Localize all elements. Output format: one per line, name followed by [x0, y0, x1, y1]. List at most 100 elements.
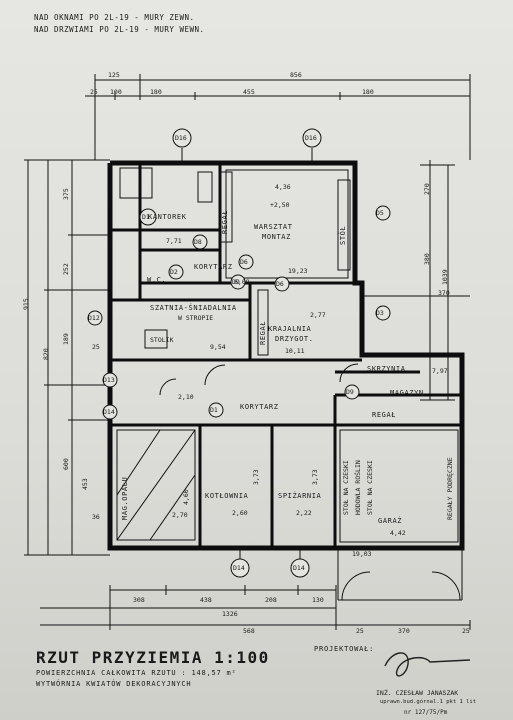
- dim-right-380: 380: [423, 253, 431, 265]
- dim-260: 2,60: [232, 509, 248, 517]
- room-wc: W.C.: [147, 276, 167, 284]
- area-szatnia: 9,54: [210, 343, 226, 351]
- door-mark-d8: D8: [194, 238, 202, 246]
- dim-right-370: 370: [438, 289, 450, 297]
- dim-top-180a: 180: [150, 88, 162, 96]
- dim-left-915: 915: [22, 298, 30, 310]
- door-mark-d14: D14: [103, 408, 115, 416]
- room-magazyn: MAGAZYN: [390, 389, 424, 397]
- room-szatnia-sub: W STROPIE: [178, 314, 214, 322]
- dim-left-453: 453: [81, 478, 89, 490]
- area-kantorek: 7,71: [166, 237, 182, 245]
- header-note-1: NAD OKNAMI PO 2L-19 - MURY ZEWN.: [34, 13, 195, 22]
- dim-bottom-208: 208: [265, 596, 277, 604]
- room-montaz: MONTAZ: [262, 233, 291, 241]
- designer-name: INŻ. CZESŁAW JANASZAK: [376, 689, 459, 697]
- dim-top-125: 125: [108, 71, 120, 79]
- dim-bottom-438: 438: [200, 596, 212, 604]
- dim-bottom-25b: 25: [462, 627, 470, 635]
- room-krajalnia: KRAJALNIA: [268, 325, 312, 333]
- door-mark-d13: D13: [103, 376, 115, 384]
- label-vert-1: STOŁ NA CZESKI: [342, 460, 350, 515]
- room-krajalnia2: DRZYGOT.: [275, 335, 314, 343]
- dim-top-25: 25: [90, 88, 98, 96]
- dim-top-100: 100: [110, 88, 122, 96]
- title-line-2: POWIERZCHNIA CAŁKOWITA RZUTU : 148,57 m²: [36, 669, 237, 677]
- room-korytarz-top: KORYTARZ: [194, 263, 233, 271]
- dim-210: 2,10: [178, 393, 194, 401]
- area-krajalnia: 10,11: [285, 347, 305, 355]
- dim-460: 4,60: [182, 489, 190, 505]
- room-garaz: GARAŻ: [378, 517, 403, 525]
- dim-bottom-1326: 1326: [222, 610, 238, 618]
- door-mark-d9: D9: [232, 278, 240, 286]
- column-marker-d16a: D16: [175, 134, 187, 142]
- area-warsztat: 19,23: [288, 267, 308, 275]
- area-garaz: 19,03: [352, 550, 372, 558]
- dim-222: 2,22: [296, 509, 312, 517]
- dim-436: 4,36: [275, 183, 291, 191]
- room-korytarz: KORYTARZ: [240, 403, 279, 411]
- level-mark: +2,50: [270, 201, 290, 209]
- door-mark-d3: D3: [376, 309, 384, 317]
- dim-left-820: 820: [42, 348, 50, 360]
- dim-left-375: 375: [62, 188, 70, 200]
- column-marker-d14b: D14: [293, 564, 305, 572]
- title-line-3: WYTWÓRNIA KWIATÓW DEKORACYJNYCH: [36, 680, 192, 688]
- dim-left-252: 252: [62, 263, 70, 275]
- dim-bottom-308: 308: [133, 596, 145, 604]
- dim-373a: 3,73: [252, 469, 260, 485]
- column-marker-d16b: D16: [305, 134, 317, 142]
- designer-label: PROJEKTOWAŁ:: [314, 645, 375, 653]
- dim-442: 4,42: [390, 529, 406, 537]
- dim-bottom-568: 568: [243, 627, 255, 635]
- door-mark-d6a: D6: [240, 258, 248, 266]
- dim-left-600: 600: [62, 458, 70, 470]
- door-mark-d1: D1: [142, 213, 150, 221]
- dim-277: 2,77: [310, 311, 326, 319]
- dim-left-189: 189: [62, 333, 70, 345]
- room-kantorek: KANTOREK: [148, 213, 187, 221]
- dim-left-25: 25: [92, 343, 100, 351]
- door-mark-d12: D12: [88, 314, 100, 322]
- label-regal-2: REGAŁ: [259, 320, 267, 345]
- dim-right-1039: 1039: [441, 269, 449, 285]
- dim-top-455: 455: [243, 88, 255, 96]
- column-marker-d14a: D14: [233, 564, 245, 572]
- dim-bottom-370: 370: [398, 627, 410, 635]
- dim-left-36: 36: [92, 513, 100, 521]
- door-mark-d6b: D6: [276, 280, 284, 288]
- dim-bottom-25a: 25: [356, 627, 364, 635]
- door-mark-d5: D5: [376, 209, 384, 217]
- header-note-2: NAD DRZWIAMI PO 2L-19 - MURY WEWN.: [34, 25, 205, 34]
- room-skrzynia: SKRZYNIA: [367, 365, 406, 373]
- room-mag-opalu: MAG.OPAŁU: [121, 476, 129, 520]
- dim-top-total: 856: [290, 71, 302, 79]
- door-mark-d2: D2: [170, 268, 178, 276]
- dim-right-797: 7,97: [432, 367, 448, 375]
- dim-270: 2,70: [172, 511, 188, 519]
- label-stol: STÓŁ: [339, 225, 347, 245]
- dim-608: 6,08: [234, 278, 250, 286]
- label-vert-4: REGAŁY PODRĘCZNE: [446, 457, 454, 520]
- dim-bottom-130: 130: [312, 596, 324, 604]
- room-stolik: STOLIK: [150, 336, 174, 344]
- room-kotlownia: KOTŁOWNIA: [205, 492, 249, 500]
- designer-license: uprawn.bud.górnal.1 pkt 1 lit: [380, 699, 477, 705]
- room-spizarnia: SPIŻARNIA: [278, 492, 322, 500]
- label-regal-3: REGAŁ: [372, 411, 397, 419]
- designer-number: nr 127/75/Pm: [404, 709, 448, 716]
- label-regal-1: REGAŁ: [221, 209, 229, 234]
- title-main: RZUT PRZYZIEMIA 1:100: [36, 648, 270, 667]
- room-warsztat: WARSZTAT: [254, 223, 293, 231]
- room-szatnia: SZATNIA-ŚNIADALNIA: [150, 304, 237, 312]
- dim-top-180b: 180: [362, 88, 374, 96]
- door-mark-d9b: D9: [346, 388, 354, 396]
- dim-right-270: 270: [423, 183, 431, 195]
- door-mark-d1b: D1: [210, 406, 218, 414]
- label-vert-3: STOŁ NA CZESKI: [366, 460, 374, 515]
- label-vert-2: HODOWLA ROŚLIN: [354, 460, 362, 515]
- dim-373b: 3,73: [311, 469, 319, 485]
